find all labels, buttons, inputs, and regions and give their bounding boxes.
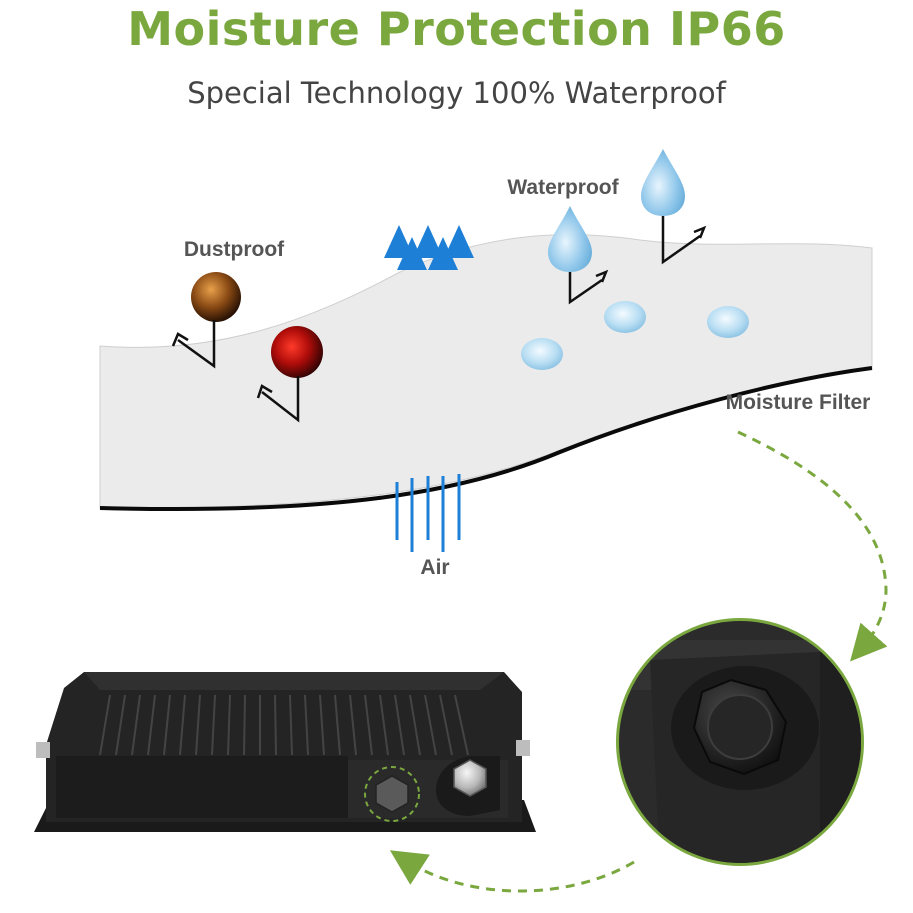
water-drop-icon xyxy=(521,149,749,370)
label-waterproof: Waterproof xyxy=(507,176,619,199)
label-air: Air xyxy=(420,556,449,579)
vent-plug-zoom xyxy=(616,618,864,866)
connector-arrows xyxy=(389,430,888,893)
dust-particle-icon xyxy=(171,272,323,423)
label-moisture-filter: Moisture Filter xyxy=(726,391,871,414)
moisture-filter-membrane xyxy=(99,234,873,512)
page-title: Moisture Protection IP66 xyxy=(127,2,786,56)
page-subtitle: Special Technology 100% Waterproof xyxy=(187,76,726,110)
vent-plug-icon xyxy=(692,678,788,776)
air-arrow-icon xyxy=(384,225,474,552)
flood-light-product xyxy=(34,672,536,832)
label-dustproof: Dustproof xyxy=(184,238,285,261)
